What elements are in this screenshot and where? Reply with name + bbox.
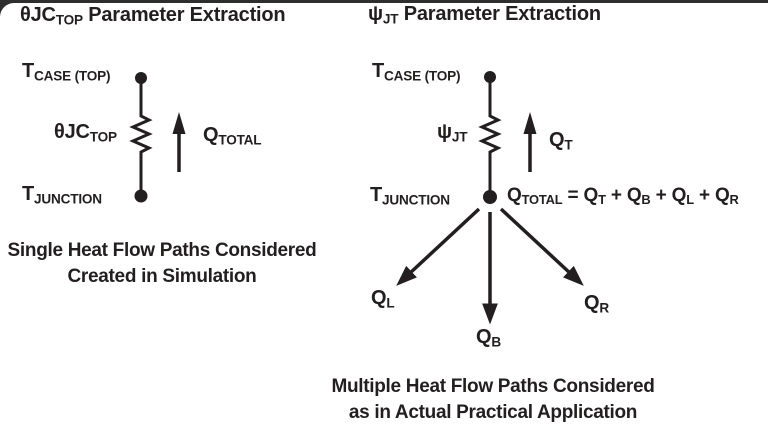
left-title-text: Parameter Extraction — [82, 4, 286, 26]
diagram-canvas — [0, 3, 768, 427]
right-case-node-dot — [484, 71, 496, 83]
left-caption-line2: Created in Simulation — [67, 265, 257, 287]
q-r-label: QR — [584, 292, 609, 316]
left-thermal-network — [129, 78, 153, 196]
right-caption-line2: as in Actual Practical Application — [348, 401, 638, 423]
left-resistor-symbol — [129, 78, 153, 196]
left-caption-line1: Single Heat Flow Paths Considered — [7, 240, 317, 261]
left-caption: Single Heat Flow Paths Considered Create… — [0, 238, 324, 289]
left-title-symbol: θJC — [20, 4, 56, 26]
right-t-junction-label: TJUNCTION — [370, 184, 450, 208]
right-t-case-label: TCASE (TOP) — [372, 60, 461, 84]
left-resistor-label: θJCTOP — [54, 121, 117, 145]
left-t-case-label: TCASE (TOP) — [22, 60, 111, 84]
right-heat-flow-arrow-up — [523, 112, 537, 172]
right-caption-line1: Multiple Heat Flow Paths Considered — [331, 376, 655, 397]
q-t-label: QT — [549, 129, 573, 153]
left-junction-node-dot — [134, 189, 148, 203]
q-l-label: QL — [371, 287, 395, 311]
left-panel-title: θJCTOP Parameter Extraction — [20, 4, 286, 28]
q-total-equation: QTOTAL = QT + QB + QL + QR — [507, 185, 739, 208]
right-caption: Multiple Heat Flow Paths Considered as i… — [318, 374, 668, 425]
right-resistor-symbol — [478, 77, 502, 197]
right-resistor-label: ψJT — [437, 121, 468, 145]
heat-flow-arrow-right — [499, 207, 584, 286]
right-junction-node-dot — [483, 190, 497, 204]
left-heat-flow-arrow-up — [172, 112, 186, 172]
heat-flow-arrow-left — [396, 207, 481, 286]
right-title-subscript: JT — [382, 11, 399, 27]
right-title-symbol: ψ — [368, 3, 383, 25]
q-b-label: QB — [476, 326, 501, 350]
right-panel-title: ψJT Parameter Extraction — [368, 4, 601, 26]
left-case-node-dot — [135, 72, 147, 84]
left-t-junction-label: TJUNCTION — [22, 183, 102, 207]
right-thermal-network — [478, 77, 502, 197]
q-total-label: QTOTAL — [203, 124, 262, 148]
right-title-text: Parameter Extraction — [398, 3, 601, 25]
left-title-subscript: TOP — [55, 12, 83, 28]
